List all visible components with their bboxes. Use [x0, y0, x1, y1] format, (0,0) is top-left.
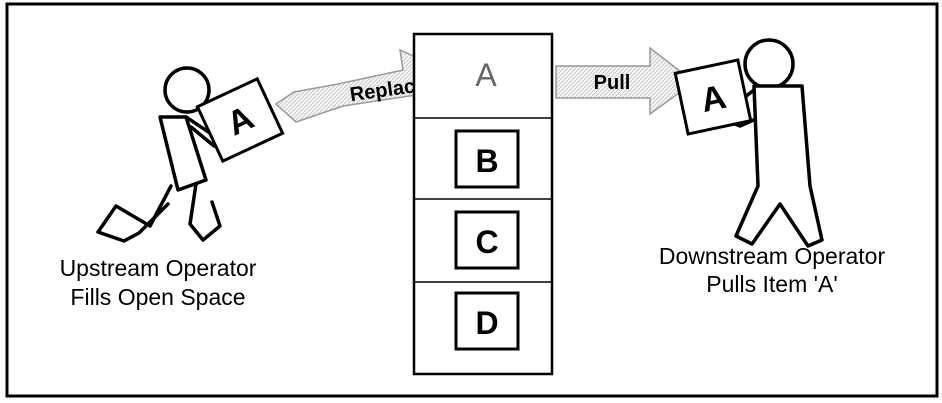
rack-item-b-label: B [475, 143, 498, 179]
downstream-caption-line2: Pulls Item 'A' [706, 271, 838, 297]
rack-item-c: C [454, 210, 520, 270]
upstream-caption-line2: Fills Open Space [70, 284, 245, 310]
open-slot-label: A [475, 57, 497, 93]
upstream-box: A [195, 76, 285, 164]
rack-item-d: D [454, 291, 520, 351]
downstream-box: A [673, 58, 753, 136]
upstream-caption-line1: Upstream Operator [60, 255, 257, 281]
pull-arrow: Pull [555, 46, 696, 116]
rack-item-b: B [454, 129, 520, 189]
downstream-operator-figure [714, 38, 824, 248]
rack-item-d-label: D [475, 305, 498, 341]
rack-item-c-label: C [475, 224, 498, 260]
diagram-border [5, 2, 939, 398]
pull-label: Pull [594, 72, 631, 94]
upstream-operator-figure [96, 66, 232, 243]
downstream-caption-line1: Downstream Operator [659, 243, 886, 269]
